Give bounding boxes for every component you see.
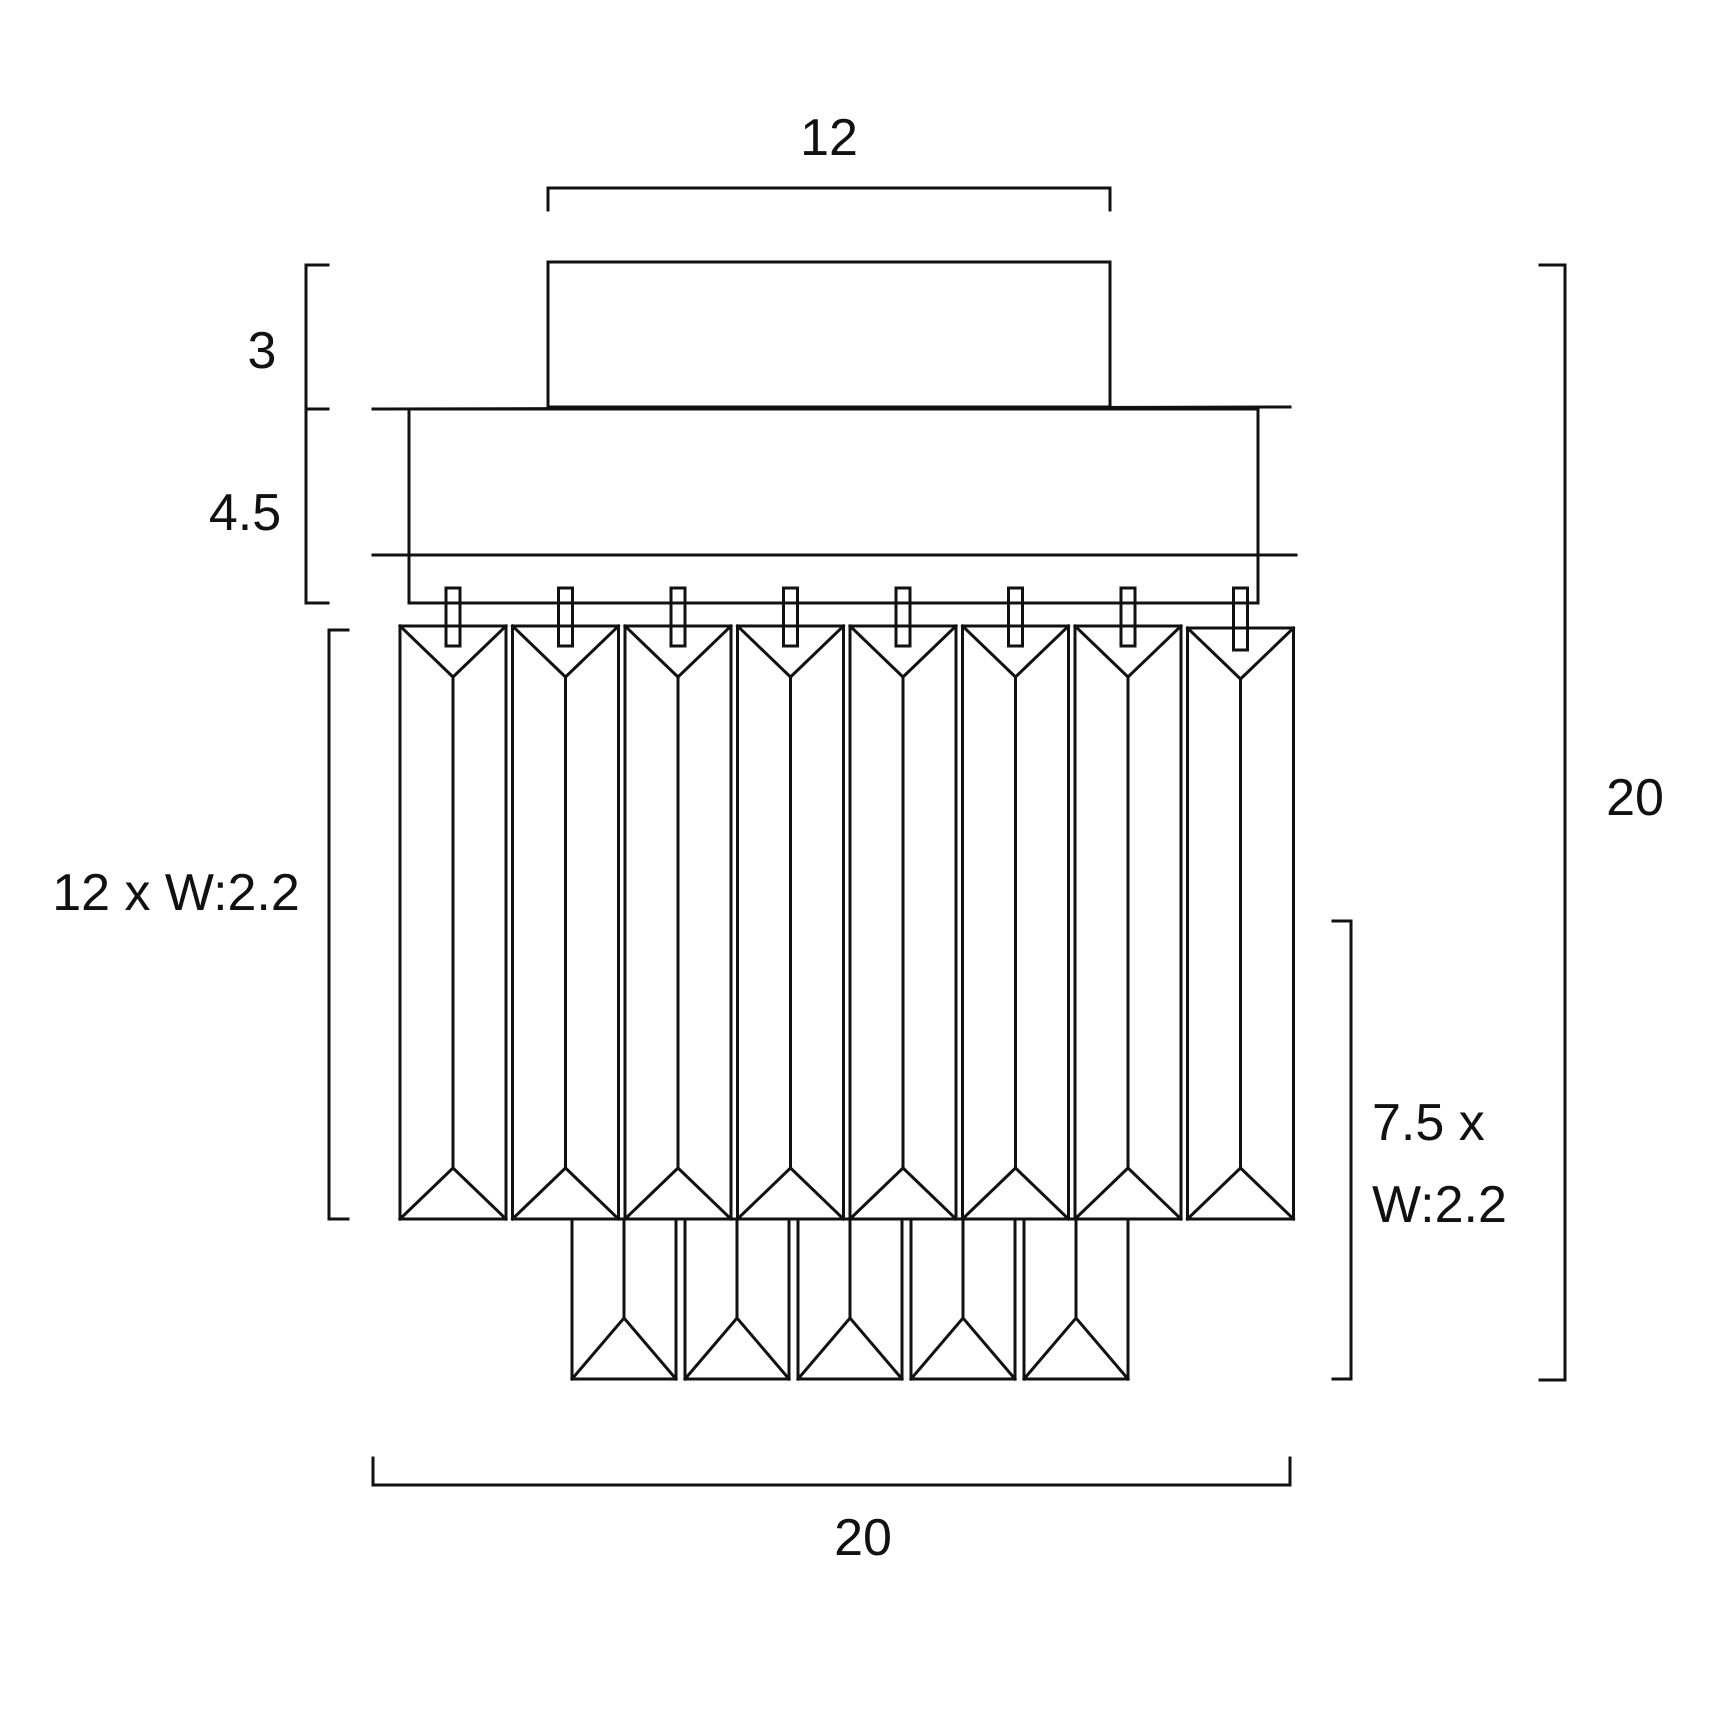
dim-frame-height-bracket bbox=[304, 407, 330, 605]
dim-short-crystals-bracket bbox=[1331, 919, 1353, 1381]
dim-canopy-width-bracket bbox=[546, 186, 1112, 212]
dim-canopy-width-label: 12 bbox=[800, 109, 858, 167]
long-crystal-bottom-facet-5 bbox=[847, 1165, 959, 1222]
crystal-hook-2 bbox=[557, 586, 574, 648]
dim-long-crystals-bracket bbox=[327, 628, 350, 1221]
crystal-hook-6 bbox=[1007, 586, 1024, 648]
short-crystal-bottom-facet-4 bbox=[908, 1315, 1018, 1382]
crystal-hook-1 bbox=[444, 586, 462, 648]
long-crystal-bottom-facet-2 bbox=[510, 1165, 621, 1222]
dim-canopy-height-label: 3 bbox=[248, 322, 277, 380]
long-crystal-8 bbox=[1186, 626, 1295, 1221]
dim-total-width-bracket bbox=[371, 1456, 1292, 1487]
long-crystal-top-facet-6 bbox=[960, 623, 1071, 680]
crystal-hook-5 bbox=[894, 586, 912, 648]
long-crystal-top-facet-4 bbox=[735, 623, 846, 680]
long-crystal-top-facet-5 bbox=[847, 623, 959, 680]
long-crystal-3 bbox=[623, 624, 733, 1221]
frame-top-extension-line bbox=[371, 405, 1292, 411]
long-crystal-bottom-facet-3 bbox=[622, 1165, 734, 1222]
long-crystal-bottom-facet-1 bbox=[397, 1165, 509, 1222]
short-crystal-bottom-facet-3 bbox=[795, 1315, 905, 1382]
dim-short-crystals-label-line1: 7.5 x bbox=[1372, 1094, 1485, 1152]
short-crystal-bottom-facet-5 bbox=[1021, 1315, 1131, 1382]
short-crystal-bottom-facet-1 bbox=[569, 1315, 679, 1382]
long-crystal-1 bbox=[398, 624, 508, 1221]
short-crystals bbox=[569, 1217, 1131, 1382]
dim-short-crystals-label-line2: W:2.2 bbox=[1372, 1176, 1507, 1234]
short-crystal-bottom-facet-2 bbox=[682, 1315, 792, 1382]
frame-box bbox=[407, 407, 1260, 605]
crystal-hook-7 bbox=[1119, 586, 1137, 648]
dim-total-width-label: 20 bbox=[834, 1509, 892, 1567]
long-crystal-top-facet-3 bbox=[622, 623, 734, 680]
long-crystal-top-facet-1 bbox=[397, 623, 509, 680]
long-crystal-2 bbox=[511, 624, 620, 1221]
long-crystal-bottom-facet-6 bbox=[960, 1165, 1071, 1222]
canopy-box bbox=[546, 260, 1112, 409]
long-crystal-bottom-facet-4 bbox=[735, 1165, 846, 1222]
long-crystal-top-facet-7 bbox=[1072, 623, 1184, 680]
crystal-hooks bbox=[444, 586, 1249, 652]
crystal-hook-4 bbox=[782, 586, 799, 648]
crystal-hook-3 bbox=[669, 586, 687, 648]
crystal-hook-8 bbox=[1232, 586, 1249, 652]
long-crystal-bottom-facet-8 bbox=[1185, 1165, 1296, 1222]
dim-canopy-height-bracket bbox=[304, 263, 330, 411]
dim-total-height-bracket bbox=[1538, 263, 1567, 1382]
long-crystal-top-facet-2 bbox=[510, 623, 621, 680]
dim-frame-height-label: 4.5 bbox=[209, 484, 281, 542]
dim-long-crystals-label: 12 x W:2.2 bbox=[52, 864, 300, 922]
dim-total-height-label: 20 bbox=[1606, 769, 1664, 827]
long-crystal-top-facet-8 bbox=[1185, 625, 1296, 682]
long-crystal-bottom-facet-7 bbox=[1072, 1165, 1184, 1222]
long-crystals bbox=[397, 623, 1296, 1222]
